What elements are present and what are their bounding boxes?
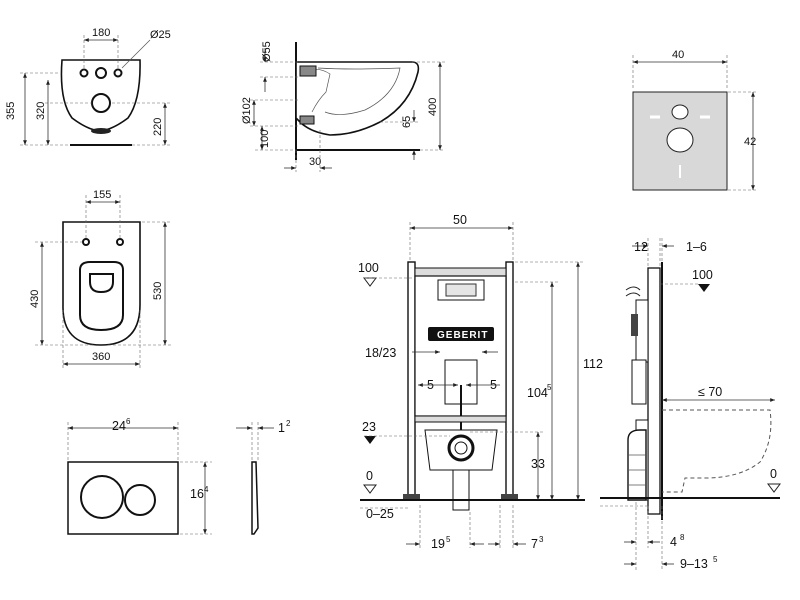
frame-post-left	[407, 261, 416, 501]
brand-logo: GEBERIT	[437, 330, 488, 341]
dim-frame-height: 104	[527, 386, 548, 400]
top-fixing-right	[116, 238, 124, 246]
waste-downpipe	[452, 469, 470, 511]
flush-button-small	[124, 484, 156, 516]
dim-side-wall-range: 1–6	[686, 240, 707, 254]
frame-side-view: 12 1–6 100 ≤ 70 0 4 8 9–13 5	[600, 238, 781, 571]
frame-front-view: GEBERIT 50 100 112 104 5 18/23	[358, 213, 603, 551]
lower-crossbar	[414, 415, 507, 423]
frame-post-right	[505, 261, 514, 501]
fixing-hole-right	[113, 68, 123, 78]
dim-plate-width: 24	[112, 419, 126, 433]
bowl-top-basin	[89, 273, 114, 294]
dim-frame-width: 50	[453, 213, 467, 227]
dim-bowl-height: 355	[5, 102, 17, 120]
side-frame-post	[647, 267, 661, 515]
wall-pad-view: 40 42	[632, 49, 758, 191]
brand-label-plate	[428, 327, 494, 341]
dim-hole-height: 320	[35, 102, 47, 120]
top-fixing-left	[82, 238, 90, 246]
dim-top-hole-width: 155	[93, 189, 111, 201]
dim-outlet-diameter: Ø102	[241, 97, 253, 124]
dim-side-foot-depth: 4	[670, 535, 677, 549]
fixing-hole-left	[79, 68, 89, 78]
inlet-hole	[95, 67, 107, 79]
dim-side-frame-depth: 12	[634, 240, 648, 254]
dim-side-install-range: 9–13	[680, 557, 708, 571]
dim-pad-height: 42	[744, 136, 756, 148]
label-side-flush-level: 100	[692, 268, 713, 282]
bowl-side-view: Ø55 Ø102 100 30 65 400	[241, 41, 445, 172]
dim-outlet-height: 100	[259, 130, 271, 148]
flush-plate-side: 1 2	[236, 419, 291, 535]
bowl-front-outline	[60, 59, 141, 132]
bowl-top-view: 155 430 530 360	[29, 189, 172, 368]
dim-waste-height: 220	[152, 118, 164, 136]
dim-side-install-range-sup: 5	[713, 555, 718, 564]
dim-bolt-spacing: 19	[431, 537, 445, 551]
dim-inlet-diameter: Ø55	[261, 41, 273, 62]
side-bowl-dashed	[662, 409, 772, 493]
frame-top-rail	[414, 267, 507, 277]
side-actuator	[631, 314, 638, 336]
flush-plate-front: 24 6 16 4	[67, 417, 212, 535]
pad-waste-cutout	[666, 127, 694, 153]
outlet-connector	[299, 115, 315, 125]
label-floor-zero: 0	[366, 469, 373, 483]
dim-frame-total-height: 112	[583, 357, 603, 371]
dim-plate-height: 16	[190, 487, 204, 501]
dim-side-foot-depth-sup: 8	[680, 533, 685, 542]
label-floor-range: 0–25	[366, 507, 394, 521]
dim-plate-height-sup: 4	[204, 485, 209, 494]
dim-plate-width-sup: 6	[126, 417, 131, 426]
dim-waste-height: 33	[531, 457, 545, 471]
dim-plate-depth-sup: 2	[286, 419, 291, 428]
dim-foot-offset-sup: 3	[539, 535, 544, 544]
dim-plate-depth: 1	[278, 421, 285, 435]
plate-side-profile	[251, 461, 259, 535]
dim-bowl-side-height: 400	[427, 98, 439, 116]
label-flush-level: 100	[358, 261, 379, 275]
dim-frame-height-sup: 5	[547, 383, 552, 392]
dim-wall-offset: 30	[309, 156, 321, 168]
dim-top-width: 360	[92, 351, 110, 363]
label-side-floor-zero: 0	[770, 467, 777, 481]
label-pipe-spacing: 18/23	[365, 346, 396, 360]
bowl-foot	[91, 128, 111, 134]
dim-top-hole-depth: 430	[29, 290, 41, 308]
inlet-connector	[299, 65, 317, 77]
bowl-top-rim	[79, 261, 124, 332]
dim-hole-diameter: Ø25	[150, 29, 171, 41]
dim-foot-offset: 7	[531, 537, 538, 551]
label-supply-height: 23	[362, 420, 376, 434]
dim-bolt-spacing-sup: 5	[446, 535, 451, 544]
bowl-front-view: 180 Ø25 355 320 220	[5, 27, 171, 146]
dim-depth-offset: 65	[401, 116, 413, 128]
bowl-top-outline	[62, 221, 141, 346]
pad-inlet-cutout	[671, 104, 689, 120]
dim-pad-width: 40	[672, 49, 684, 61]
dim-bowl-front-width: 180	[92, 27, 110, 39]
flush-button-large	[80, 475, 124, 519]
dim-top-depth: 530	[152, 282, 164, 300]
dim-side-projection: ≤ 70	[698, 385, 722, 399]
